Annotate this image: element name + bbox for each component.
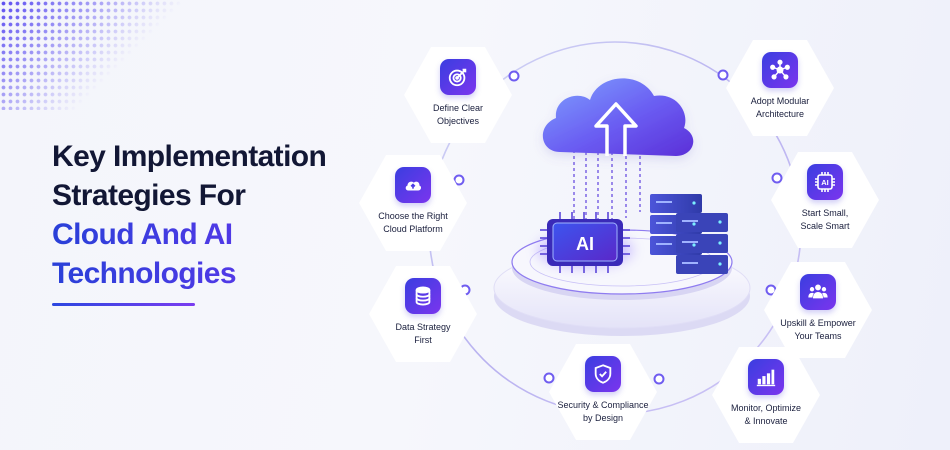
- heading-line-3: Cloud And AI: [52, 215, 372, 254]
- chip-label: AI: [576, 234, 594, 254]
- strategy-label: Start Small,Scale Smart: [800, 208, 850, 231]
- heading-line-4: Technologies: [52, 254, 372, 293]
- bar-chart-icon: [748, 359, 784, 395]
- cloud-upload-icon: [395, 167, 431, 203]
- cloud-illustration: [542, 78, 694, 156]
- server-stack-illustration: [650, 194, 728, 274]
- network-nodes-icon: [762, 52, 798, 88]
- database-icon: [405, 278, 441, 314]
- target-icon: [440, 59, 476, 95]
- page-heading: Key Implementation Strategies For Cloud …: [52, 137, 372, 293]
- shield-check-icon: [585, 356, 621, 392]
- svg-text:AI: AI: [821, 178, 829, 187]
- dot-pattern-decoration: [0, 0, 190, 110]
- team-icon: [800, 274, 836, 310]
- ai-chip-icon: AI: [807, 164, 843, 200]
- strategy-card-start-small: AI Start Small,Scale Smart: [771, 150, 879, 250]
- heading-line-1: Key Implementation: [52, 140, 327, 173]
- data-stream-lines: [573, 150, 641, 228]
- ai-chip-illustration: AI: [537, 212, 633, 273]
- strategy-card-monitor-optimize: Monitor, Optimize& Innovate: [712, 345, 820, 445]
- heading-line-2: Strategies For: [52, 179, 246, 212]
- strategy-label: Monitor, Optimize& Innovate: [730, 403, 802, 426]
- heading-underline: [52, 303, 195, 306]
